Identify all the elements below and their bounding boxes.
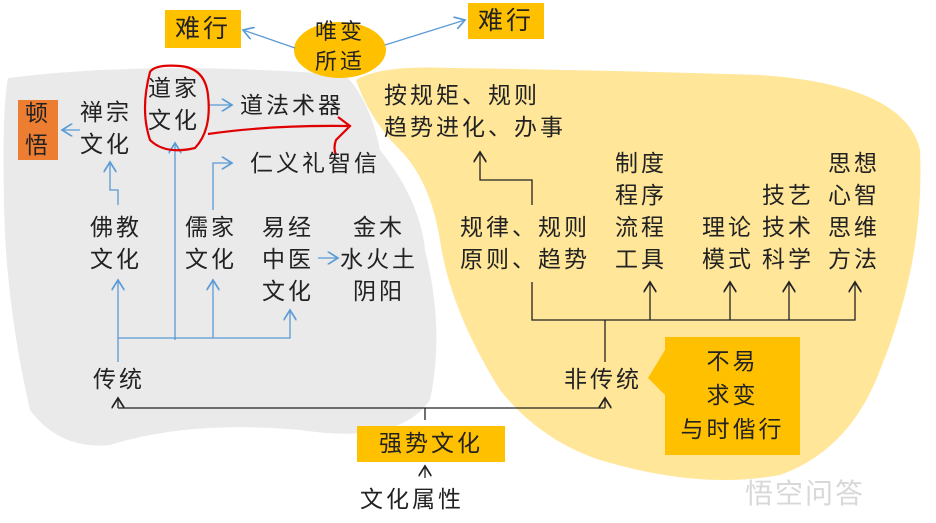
watermark: 悟空问答	[745, 477, 866, 510]
confucian-culture: 儒家 文化	[185, 215, 237, 273]
confucian-virtues: 仁义礼智信	[250, 151, 380, 177]
zen-culture: 禅宗 文化	[80, 100, 132, 158]
systems-tools: 制度 程序 流程 工具	[615, 151, 667, 273]
non-traditional-label: 非传统	[564, 367, 642, 393]
laws-principles: 规律、规则 原则、趋势	[460, 215, 590, 273]
traditional-label: 传统	[93, 367, 145, 393]
yijing-medicine-culture: 易经 中医 文化	[262, 215, 314, 305]
hard-left-box: 难行	[165, 10, 241, 48]
five-elements: 金木 水火土 阴阳	[340, 215, 418, 305]
red-annotation	[143, 64, 352, 156]
hard-right-box: 难行	[468, 3, 544, 39]
dao-fa-shu-qi: 道法术器	[240, 93, 344, 119]
center-ellipse	[294, 22, 386, 78]
change-callout: 不易 求变 与时偕行	[665, 337, 800, 455]
taoism-culture: 道家 文化	[148, 76, 200, 134]
culture-attribute: 文化属性	[360, 487, 464, 513]
center-label: 唯变 所适	[314, 20, 365, 75]
buddhism-culture: 佛教 文化	[90, 215, 142, 273]
rules-evolution: 按规矩、规则 趋势进化、办事	[384, 83, 566, 141]
change-callout-pointer	[648, 350, 665, 395]
skills-science: 技艺 技术 科学	[762, 183, 814, 273]
theory-models: 理论 模式	[702, 215, 754, 273]
thinking-methods: 思想 心智 思维 方法	[828, 151, 880, 273]
strong-culture-box: 强势文化	[357, 426, 505, 462]
sudden-enlightenment-box: 顿 悟	[18, 100, 58, 160]
